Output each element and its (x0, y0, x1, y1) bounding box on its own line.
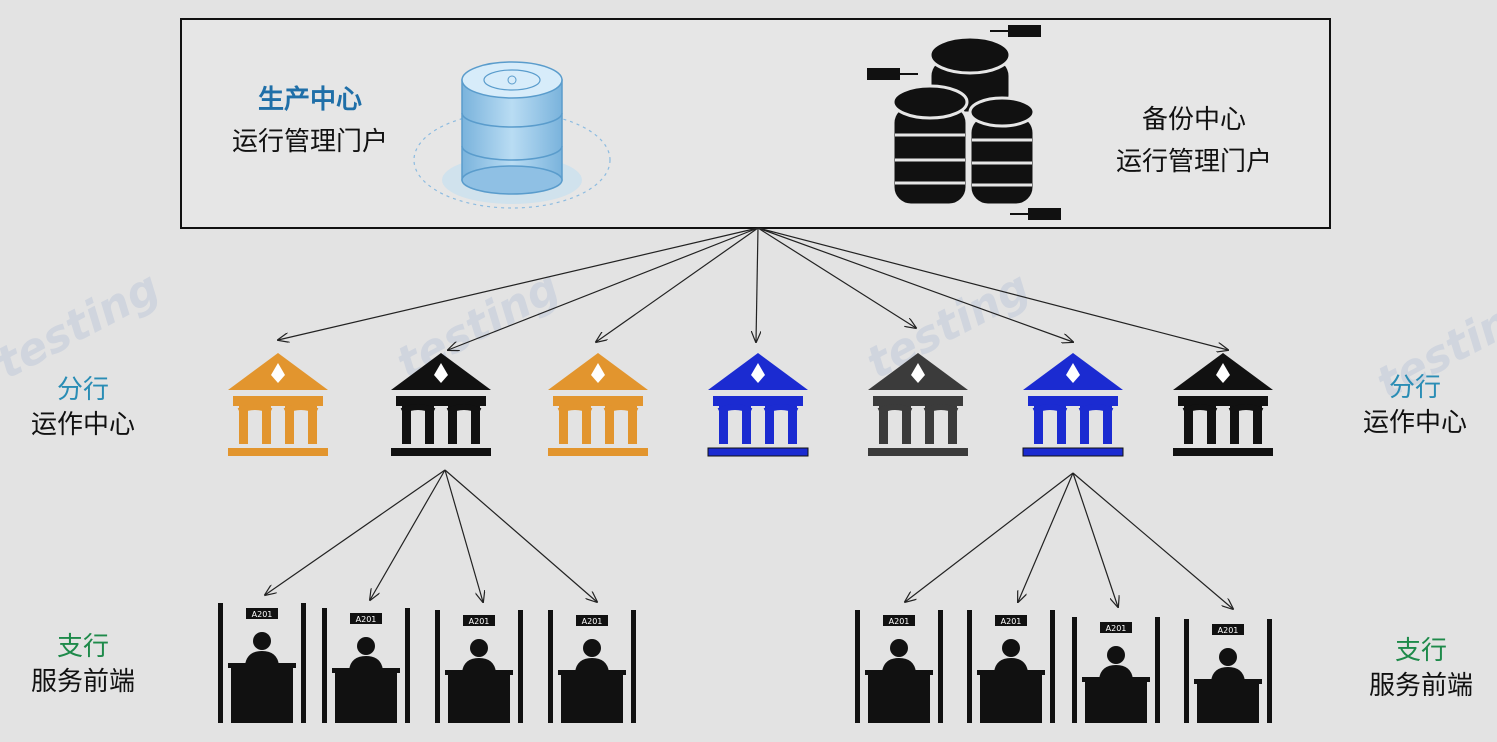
production-center-title: 生产中心 (257, 85, 362, 115)
counter-number-label: A201 (1106, 624, 1127, 633)
backup-portal-subtitle: 运行管理门户 (1115, 146, 1272, 177)
bank-icon (548, 353, 648, 456)
teller-counter-icon: A201 (1184, 619, 1272, 723)
counter-number-label: A201 (582, 617, 603, 626)
counter-number-label: A201 (252, 610, 273, 619)
teller-counter-icon: A201 (218, 603, 306, 723)
coin-stack-icon (867, 25, 1061, 220)
top-arrows (278, 227, 1228, 350)
sub-branch-subtitle-right: 服务前端 (1368, 671, 1473, 702)
data-center-box (180, 18, 1331, 229)
teller-counter-icon: A201 (1072, 617, 1160, 723)
counter-number-label: A201 (356, 615, 377, 624)
sub-branch-label-left: 支行 服务前端 (18, 630, 148, 700)
sub-branch-subtitle-left: 服务前端 (30, 667, 135, 698)
branch-arrows (265, 469, 1233, 609)
counter-number-label: A201 (1001, 617, 1022, 626)
branch-label-left: 分行 运作中心 (18, 373, 148, 443)
branch-label-right: 分行 运作中心 (1350, 371, 1480, 441)
branch-subtitle-right: 运作中心 (1362, 408, 1467, 439)
bank-icon (1022, 353, 1124, 457)
counter-number-label: A201 (889, 617, 910, 626)
backup-center-label: 备份中心 运行管理门户 (1094, 100, 1294, 183)
bank-icon (707, 353, 809, 457)
production-portal-subtitle: 运行管理门户 (231, 126, 388, 157)
teller-counter-icon: A201 (967, 610, 1055, 723)
bank-icon (391, 353, 491, 456)
teller-counter-icon: A201 (435, 610, 523, 723)
sub-branch-title-left: 支行 (56, 632, 109, 662)
sub-branch-label-right: 支行 服务前端 (1356, 634, 1486, 704)
sub-branch-title-right: 支行 (1394, 636, 1447, 666)
counter-number-label: A201 (469, 617, 490, 626)
teller-counter-icon: A201 (322, 608, 410, 723)
bank-row (228, 353, 1273, 457)
counter-number-label: A201 (1218, 626, 1239, 635)
teller-counter-icon: A201 (548, 610, 636, 723)
bank-icon (228, 353, 328, 456)
database-icon (413, 61, 611, 209)
bank-icon (1173, 353, 1273, 456)
branch-subtitle-left: 运作中心 (30, 410, 135, 441)
teller-counter-icon: A201 (855, 610, 943, 723)
backup-center-title: 备份中心 (1141, 105, 1246, 135)
branch-title-left: 分行 (56, 375, 109, 405)
bank-icon (868, 353, 968, 456)
branch-title-right: 分行 (1388, 373, 1441, 403)
production-center-label: 生产中心 运行管理门户 (210, 80, 410, 163)
